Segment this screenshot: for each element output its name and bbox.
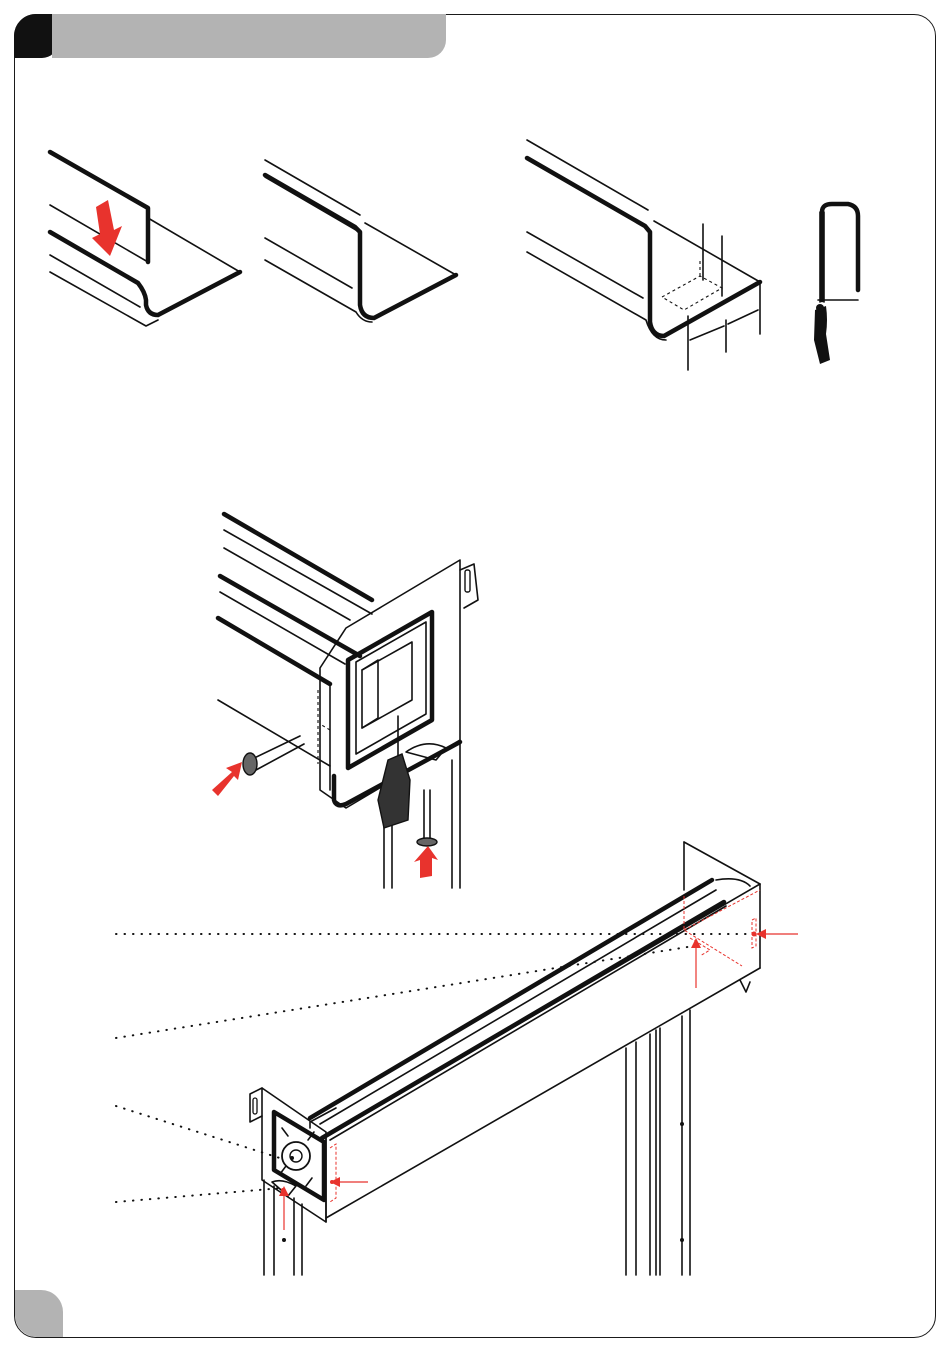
screw-head-icon bbox=[243, 753, 257, 775]
screw-up-arrow-icon bbox=[414, 846, 438, 878]
step-3-profile-cut bbox=[527, 140, 760, 370]
insert-arrow-icon bbox=[92, 200, 122, 256]
screw-arrow-icon bbox=[212, 762, 242, 796]
leader-line-2 bbox=[116, 946, 694, 1038]
step-2-profile bbox=[265, 160, 456, 322]
leader-line-3 bbox=[116, 1106, 286, 1160]
step-1-profile-insert bbox=[50, 152, 240, 326]
leader-line-4 bbox=[116, 1188, 282, 1202]
step-5-mounted-overview bbox=[116, 842, 798, 1275]
step-4-bracket-assembly bbox=[212, 514, 478, 888]
hacksaw-icon bbox=[814, 204, 858, 364]
